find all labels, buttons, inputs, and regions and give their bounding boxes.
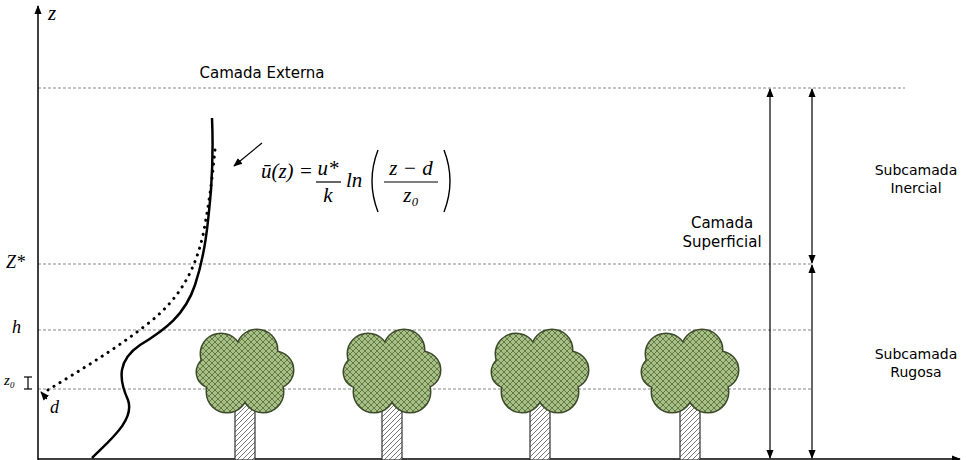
layer-name: Subcamada Inercial [870,162,962,197]
height-label: d [50,398,59,418]
axis-label: z [48,2,56,25]
equation-part: ū(z) = [261,160,313,183]
height-label: h [12,318,21,338]
equation-part: ln [346,169,362,192]
height-label: z₀ [4,372,15,389]
layer-name: Subcamada Rugosa [870,346,962,381]
layer-name: Camada Superficial [675,214,770,252]
equation-part: z₀ [403,184,418,207]
equation-part: z − d [389,157,432,180]
layer-name: Camada Externa [199,64,324,83]
equation-part: u* [318,157,339,180]
height-label: Z* [6,253,25,273]
equation-part: k [323,184,332,207]
